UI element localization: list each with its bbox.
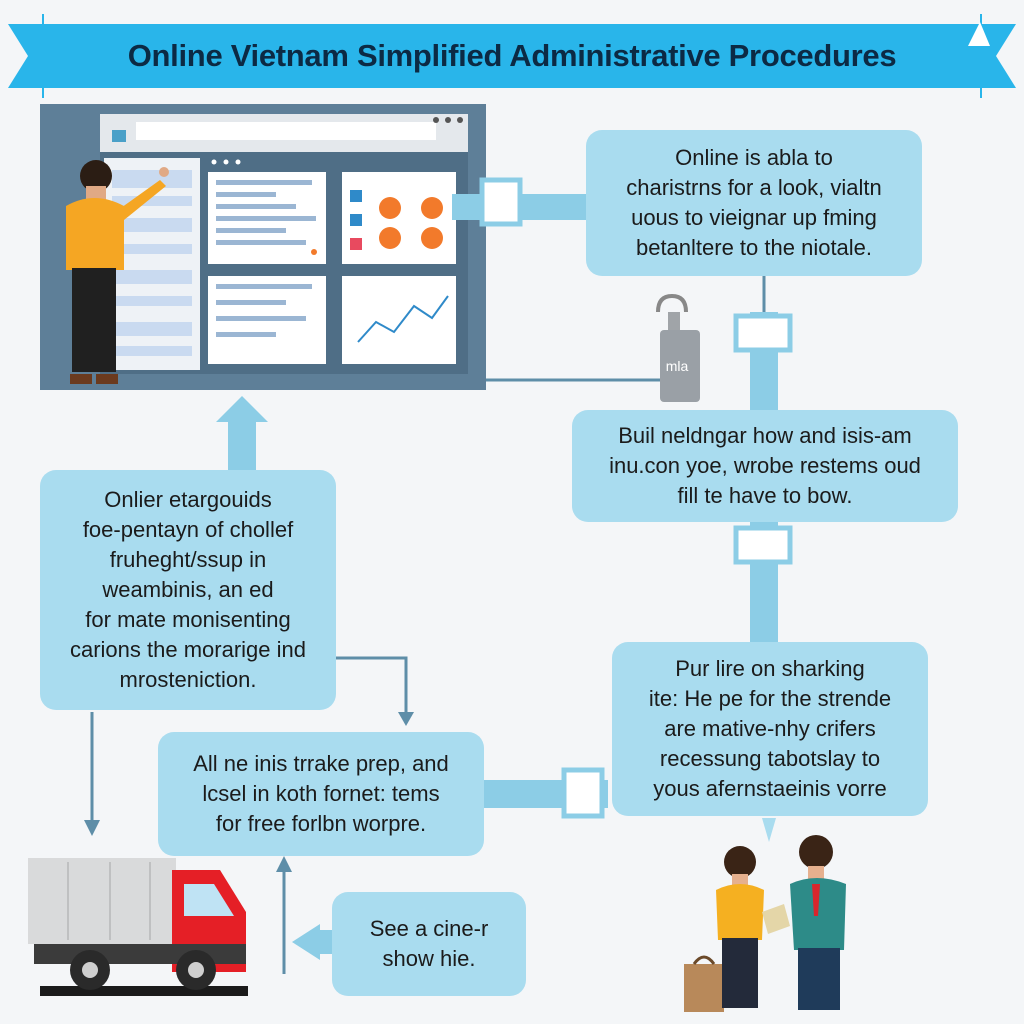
box-text-line: Onlier etargouids — [104, 487, 272, 512]
left-arrow-icon — [292, 924, 320, 960]
box-text-line: yous afernstaeinis vorre — [653, 776, 887, 801]
box-top-right: Online is abla to charistrns for a look,… — [586, 130, 922, 276]
box-text-line: show hie. — [382, 946, 476, 971]
site-logo-icon — [112, 130, 126, 142]
down-arrow-icon — [84, 820, 100, 836]
box-text-line: lcsel in koth fornet: tems — [202, 781, 440, 806]
chart-dial-icon — [421, 227, 443, 249]
box-text-line: recessung tabotslay to — [659, 746, 881, 771]
up-arrow-icon — [216, 396, 268, 422]
device-tag-label: mla — [665, 358, 689, 374]
box-text-line: Pur lire on sharking — [675, 656, 865, 681]
box-text-line: weambinis, an ed — [102, 577, 274, 602]
device-icon — [656, 293, 700, 402]
handshake-people-illustration — [684, 835, 846, 1012]
delivery-truck-icon — [28, 858, 248, 996]
box-text-line: mrostenictiоn. — [119, 667, 257, 692]
box-middle-right: Buil neldngar how and isis-am inu.con yo… — [572, 410, 958, 522]
box-text-line: Online is abla to — [675, 145, 833, 170]
box-text-line: All ne inis trrake prep, and — [193, 751, 449, 776]
box-text-line: inu.con yoe, wrobe restems oud — [609, 453, 921, 478]
box-text-line: fill te have to bow. — [677, 483, 853, 508]
banner-flag-icon — [968, 22, 990, 46]
box-text-line: ite: He pe for the strende — [648, 686, 892, 711]
chart-dial-icon — [421, 197, 443, 219]
box-lower-right: Pur lire on sharking ite: He pe for the … — [612, 642, 928, 816]
box-text-line: are mative-nhy crifers — [664, 716, 876, 741]
box-text-line: foe-pentayn of chollef — [82, 517, 294, 542]
box-text-line: carions the morarige ind — [69, 637, 306, 662]
dashboard-illustration — [40, 104, 486, 390]
box-bottom-small: See a cine-r show hie. — [332, 892, 526, 996]
box-text-line: Buil neldngar how and isis-am — [618, 423, 912, 448]
box-text-line: betanltere to the niotale. — [635, 235, 873, 260]
box-text-line: uous to vieignar up fming — [631, 205, 877, 230]
page-title: Online Vietnam Simplified Administrative… — [127, 38, 897, 73]
box-text-line: for free forlbn worpre. — [215, 811, 427, 836]
chart-dial-icon — [379, 227, 401, 249]
box-center-bottom: All ne inis trrake prep, and lcsel in ko… — [158, 732, 484, 856]
presenter-figure — [66, 160, 169, 384]
chart-dial-icon — [379, 197, 401, 219]
box-text-line: charistrns for a look, vialtn — [626, 175, 882, 200]
title-banner — [8, 14, 1016, 98]
box-text-line: for mate monisenting — [85, 607, 291, 632]
box-text-line: See a cine-r — [369, 916, 489, 941]
box-text-line: fruheght/ssup in — [109, 547, 267, 572]
connectors — [84, 177, 793, 974]
line-chart-thumbnail — [342, 276, 456, 364]
box-left: Onlier etargouids foe-pentayn of chollef… — [40, 470, 336, 710]
